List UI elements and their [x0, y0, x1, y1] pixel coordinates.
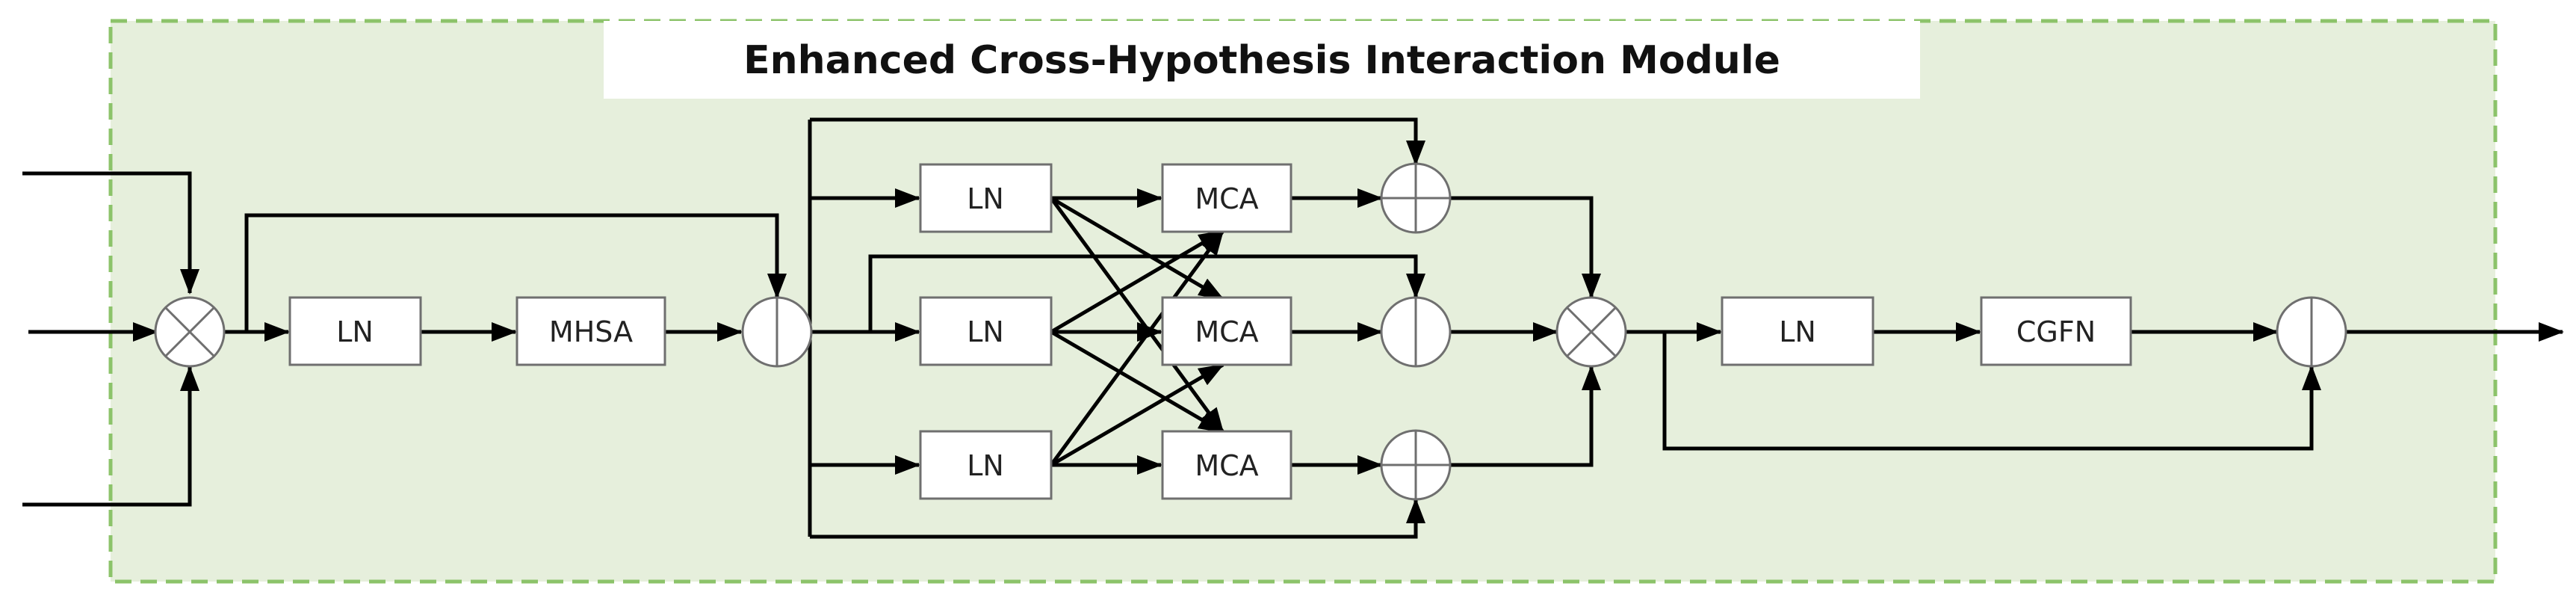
residual-2-skip	[1662, 332, 2321, 451]
skip-to-add-2	[868, 254, 1425, 332]
add3-to-fuse	[1450, 365, 1601, 467]
ln1-to-mca3	[1049, 197, 1225, 434]
add-icon-residual-1	[741, 296, 813, 368]
ln2-to-mca1	[1050, 229, 1224, 334]
blocks: LN MHSA LN LN LN MCA MCA MCA	[288, 163, 2132, 500]
ln-branch-3-block: LN	[919, 430, 1053, 500]
multiply-icon-input-fuse	[154, 296, 226, 368]
mca-2-label: MCA	[1195, 315, 1258, 348]
ln-main-block: LN	[288, 296, 422, 366]
ln-branch-1-label: LN	[967, 182, 1004, 215]
ln3-to-mca1	[1049, 229, 1225, 466]
add-icon-branch-3	[1380, 429, 1452, 501]
title-banner	[604, 21, 1920, 99]
ln2-to-mca3	[1050, 330, 1224, 434]
cgfn-label: CGFN	[2016, 315, 2096, 348]
skip-to-add-1	[810, 117, 1425, 166]
ln-main-label: LN	[336, 315, 374, 348]
mca-2-block: MCA	[1161, 296, 1292, 366]
ln-ffn-block: LN	[1721, 296, 1874, 366]
operators	[154, 162, 2347, 501]
ln1-to-mca2	[1050, 196, 1224, 301]
ln-branch-2-label: LN	[967, 315, 1004, 348]
ln-ffn-label: LN	[1779, 315, 1816, 348]
ln3-to-mca2	[1050, 363, 1224, 467]
mca-3-label: MCA	[1195, 449, 1258, 482]
add1-to-fuse	[1450, 196, 1601, 299]
multiply-icon-branch-fuse	[1555, 296, 1627, 368]
ln-branch-3-label: LN	[967, 449, 1004, 482]
mca-1-label: MCA	[1195, 182, 1258, 215]
cgfn-block: CGFN	[1980, 296, 2132, 366]
mca-1-block: MCA	[1161, 163, 1292, 233]
input-top-line	[22, 171, 199, 295]
input-bottom-line	[22, 366, 199, 507]
module-title: Enhanced Cross-Hypothesis Interaction Mo…	[743, 38, 1780, 83]
connections	[22, 117, 2564, 539]
add-icon-branch-1	[1380, 162, 1452, 234]
module-background	[108, 19, 2498, 584]
ln-branch-1-block: LN	[919, 163, 1053, 233]
add-icon-residual-2	[2276, 296, 2347, 368]
residual-1-skip	[244, 213, 787, 332]
add-icon-branch-2	[1380, 296, 1452, 368]
skip-to-add-3	[810, 498, 1425, 539]
mhsa-label: MHSA	[549, 315, 633, 348]
ln-branch-2-block: LN	[919, 296, 1053, 366]
mca-3-block: MCA	[1161, 430, 1292, 500]
mhsa-block: MHSA	[515, 296, 666, 366]
